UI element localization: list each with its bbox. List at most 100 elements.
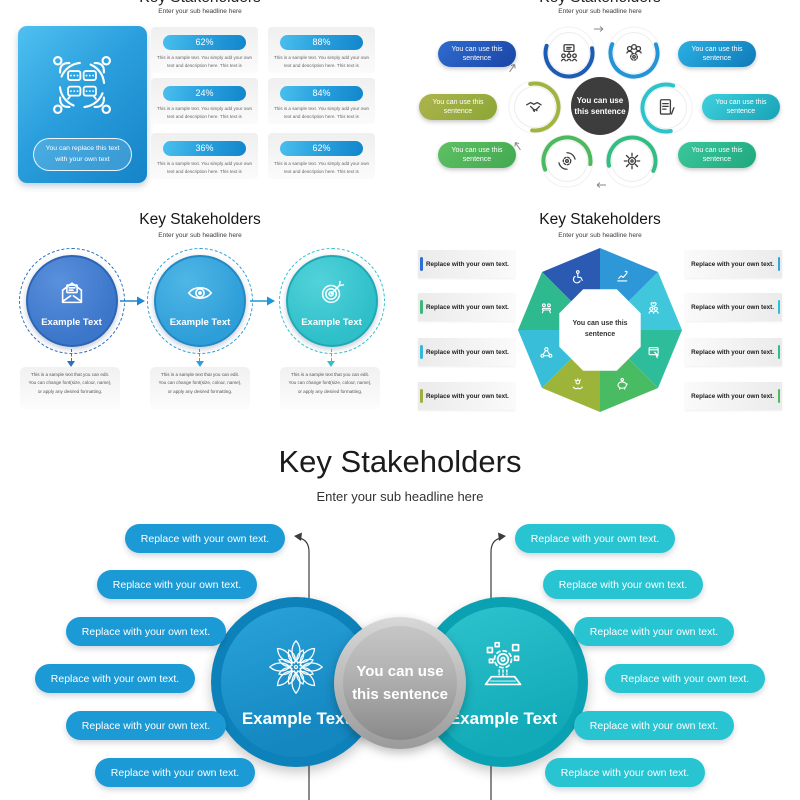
- hands-giving-icon: [572, 378, 583, 390]
- step-label: Example Text: [169, 317, 231, 328]
- replace-text-row[interactable]: Replace with your own text.: [418, 293, 515, 321]
- replace-text-row[interactable]: Replace with your own text.: [685, 293, 782, 321]
- accent-bar: [420, 300, 423, 314]
- replace-text-row[interactable]: Replace with your own text.: [685, 250, 782, 278]
- people-care-icon: [648, 302, 659, 314]
- slide-title: Key Stakeholders: [278, 444, 522, 479]
- slide-title: Key Stakeholders: [139, 211, 261, 228]
- step-label: Example Text: [301, 317, 362, 328]
- description-card[interactable]: This is a sample text that you can edit.…: [280, 367, 380, 409]
- arrow-left-icon: [596, 182, 606, 188]
- arrow-right-icon: [120, 296, 145, 306]
- arrow-icon: [509, 64, 516, 73]
- envelope-open-icon: [57, 278, 87, 313]
- cycle-node[interactable]: [605, 134, 659, 188]
- eye-icon: [185, 278, 215, 313]
- step-circle[interactable]: Example Text: [154, 255, 246, 347]
- description-card[interactable]: This is a sample text that you can edit.…: [20, 367, 120, 409]
- accent-bar: [420, 345, 423, 359]
- stat-desc: This is a sample text. You simply add yo…: [156, 161, 253, 174]
- sentence-pill[interactable]: You can use this sentence: [678, 142, 756, 168]
- stat-value-pill: 84%: [280, 86, 363, 101]
- stat-desc: This is a sample text. You simply add yo…: [156, 55, 253, 68]
- octagon-center-label: You can use this sentence: [572, 320, 628, 338]
- sentence-pill[interactable]: You can use this sentence: [438, 41, 516, 67]
- replace-text-row[interactable]: Replace with your own text.: [418, 382, 515, 410]
- text-pill[interactable]: Replace with your own text.: [515, 524, 675, 553]
- row-label: Replace with your own text.: [691, 303, 774, 311]
- step-circle[interactable]: Example Text: [285, 255, 378, 347]
- slide-octagon: Key Stakeholders Enter your sub headline…: [400, 200, 800, 430]
- stat-card[interactable]: 24% This is a sample text. You simply ad…: [151, 78, 258, 124]
- accent-bar: [777, 389, 780, 403]
- slide-title: Key Stakeholders: [400, 0, 800, 7]
- slide-stats: Key Stakeholders Enter your sub headline…: [0, 0, 400, 200]
- replace-text-row[interactable]: Replace with your own text.: [685, 382, 782, 410]
- network-icon: [540, 347, 553, 358]
- center-circle[interactable]: You can use this sentence: [571, 77, 629, 135]
- stat-desc: This is a sample text. You simply add yo…: [156, 106, 253, 119]
- feature-box[interactable]: You can replace this text with your own …: [18, 26, 147, 183]
- center-sentence-circle[interactable]: You can use this sentence: [334, 617, 466, 749]
- replace-text-row[interactable]: Replace with your own text.: [418, 338, 515, 366]
- cycle-node[interactable]: [542, 26, 596, 80]
- text-pill[interactable]: Replace with your own text.: [543, 570, 703, 599]
- arrow-down-icon: [195, 361, 204, 367]
- row-label: Replace with your own text.: [426, 392, 509, 400]
- arrow-down-icon: [67, 361, 75, 367]
- stat-card[interactable]: 36% This is a sample text. You simply ad…: [151, 133, 258, 179]
- gear-cycle-icon: [540, 134, 594, 188]
- sentence-pill[interactable]: You can use this sentence: [438, 142, 516, 168]
- text-pill[interactable]: Replace with your own text.: [35, 664, 195, 693]
- meeting-table-icon: [541, 303, 551, 314]
- document-report-icon: [639, 81, 693, 135]
- text-pill[interactable]: Replace with your own text.: [574, 617, 734, 646]
- slide-subtitle: Enter your sub headline here: [558, 8, 642, 15]
- cycle-node[interactable]: [639, 81, 693, 135]
- replace-text-row[interactable]: Replace with your own text.: [685, 338, 782, 366]
- handshake-icon: [508, 80, 562, 134]
- text-pill[interactable]: Replace with your own text.: [545, 758, 705, 787]
- text-pill[interactable]: Replace with your own text.: [95, 758, 255, 787]
- step-circle[interactable]: Example Text: [25, 255, 118, 347]
- sentence-pill[interactable]: You can use this sentence: [702, 94, 780, 120]
- accent-bar: [777, 257, 780, 271]
- step-label: Example Text: [41, 317, 102, 328]
- stat-desc: This is a sample text. You simply add yo…: [273, 106, 370, 119]
- text-pill[interactable]: Replace with your own text.: [66, 711, 226, 740]
- text-pill[interactable]: Replace with your own text.: [97, 570, 257, 599]
- octagon-center: [559, 289, 641, 371]
- description-card[interactable]: This is a sample text that you can edit.…: [150, 367, 250, 409]
- stat-value-pill: 24%: [163, 86, 246, 101]
- row-label: Replace with your own text.: [426, 348, 509, 356]
- row-label: Replace with your own text.: [691, 392, 774, 400]
- cycle-node[interactable]: [540, 134, 594, 188]
- stat-card[interactable]: 84% This is a sample text. You simply ad…: [268, 78, 375, 124]
- dashed-arrow: [199, 349, 200, 361]
- octagon-diagram[interactable]: [515, 245, 685, 415]
- text-pill[interactable]: Replace with your own text.: [605, 664, 765, 693]
- team-gear-icon: [607, 26, 661, 80]
- stat-desc: This is a sample text. You simply add yo…: [273, 55, 370, 68]
- slide-title: Key Stakeholders: [0, 0, 400, 7]
- slide-twin-circles: Key Stakeholders Enter your sub headline…: [0, 430, 800, 800]
- replace-text-row[interactable]: Replace with your own text.: [418, 250, 515, 278]
- stat-card[interactable]: 62% This is a sample text. You simply ad…: [151, 27, 258, 73]
- sentence-pill[interactable]: You can use this sentence: [419, 94, 497, 120]
- text-pill[interactable]: Replace with your own text.: [125, 524, 285, 553]
- slide-subtitle: Enter your sub headline here: [558, 232, 642, 239]
- arrow-icon: [514, 142, 521, 151]
- row-label: Replace with your own text.: [691, 260, 774, 268]
- replace-text-pill[interactable]: You can replace this text with your own …: [33, 138, 132, 171]
- accent-bar: [777, 345, 780, 359]
- example-label: Example Text: [241, 708, 351, 728]
- stat-card[interactable]: 62% This is a sample text. You simply ad…: [268, 133, 375, 179]
- text-pill[interactable]: Replace with your own text.: [66, 617, 226, 646]
- stat-card[interactable]: 88% This is a sample text. You simply ad…: [268, 27, 375, 73]
- text-pill[interactable]: Replace with your own text.: [574, 711, 734, 740]
- org-presentation-icon: [542, 26, 596, 80]
- slide-subtitle: Enter your sub headline here: [158, 8, 242, 15]
- cycle-node[interactable]: [607, 26, 661, 80]
- sentence-pill[interactable]: You can use this sentence: [678, 41, 756, 67]
- cycle-node[interactable]: [508, 80, 562, 134]
